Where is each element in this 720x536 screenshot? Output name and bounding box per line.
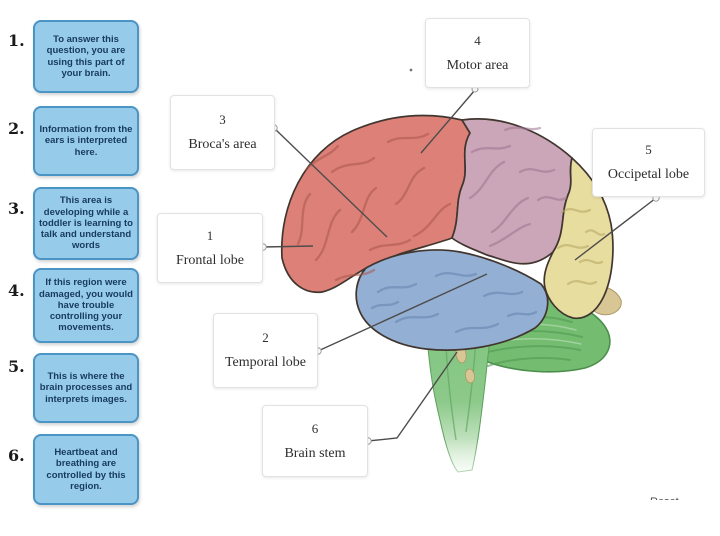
label-name: Temporal lobe bbox=[224, 355, 307, 370]
clue-number-4: 4. bbox=[8, 281, 25, 300]
label-number: 1 bbox=[206, 227, 214, 243]
frontal-gyri bbox=[296, 132, 452, 282]
clue-number-2: 2. bbox=[8, 119, 25, 138]
label-box-brain-stem[interactable]: 6 Brain stem bbox=[262, 405, 368, 477]
stem-nub bbox=[465, 368, 475, 384]
clue-number-5: 5. bbox=[8, 357, 25, 376]
brain-region-occipital-lobe bbox=[543, 157, 614, 320]
label-box-frontal-lobe[interactable]: 1 Frontal lobe bbox=[157, 213, 263, 283]
label-number: 3 bbox=[219, 112, 226, 127]
clue-card-3[interactable]: This area is developing while a toddler … bbox=[33, 187, 139, 260]
occipital-gyri bbox=[556, 208, 606, 286]
clue-number-6: 6. bbox=[8, 446, 25, 465]
brain-region-parietal-lobe bbox=[451, 118, 573, 265]
clue-number-1: 1. bbox=[8, 31, 25, 50]
clue-text-6: Heartbeat and breathing are controlled b… bbox=[46, 447, 126, 492]
label-name: Broca's area bbox=[188, 137, 257, 152]
clue-card-6[interactable]: Heartbeat and breathing are controlled b… bbox=[33, 434, 139, 505]
clue-card-4[interactable]: If this region were damaged, you would h… bbox=[33, 268, 139, 343]
label-box-occipetal-lobe[interactable]: 5 Occipetal lobe bbox=[592, 128, 705, 197]
label-box-brocas-area[interactable]: 3 Broca's area bbox=[170, 95, 275, 170]
reset-button[interactable]: Reset bbox=[650, 496, 679, 500]
clue-text-1: To answer this question, you are using t… bbox=[46, 34, 126, 79]
label-number: 5 bbox=[645, 142, 652, 157]
brain-region-temporal-lobe bbox=[355, 249, 549, 351]
parietal-gyri bbox=[468, 126, 568, 248]
stem-fade bbox=[412, 438, 517, 498]
clue-text-2: Information from the ears is interpreted… bbox=[39, 124, 133, 158]
stray-dot bbox=[409, 68, 413, 72]
clue-text-4: If this region were damaged, you would h… bbox=[39, 277, 133, 334]
connector-brocas-area bbox=[273, 127, 388, 238]
clue-text-3: This area is developing while a toddler … bbox=[39, 195, 133, 252]
label-number: 4 bbox=[474, 32, 481, 48]
clue-number-3: 3. bbox=[8, 199, 25, 218]
reset-button-clip: Reset bbox=[650, 492, 710, 500]
connector-temporal-lobe bbox=[317, 273, 488, 352]
clue-card-1[interactable]: To answer this question, you are using t… bbox=[33, 20, 139, 93]
label-name: Brain stem bbox=[284, 445, 346, 461]
label-name: Frontal lobe bbox=[175, 252, 245, 268]
clue-card-2[interactable]: Information from the ears is interpreted… bbox=[33, 106, 139, 176]
label-number: 2 bbox=[262, 330, 269, 345]
connector-occipetal-lobe bbox=[574, 197, 657, 261]
label-name: Motor area bbox=[446, 57, 509, 73]
label-name: Occipetal lobe bbox=[607, 167, 690, 182]
label-box-temporal-lobe[interactable]: 2 Temporal lobe bbox=[213, 313, 318, 388]
connector-brain-stem bbox=[367, 351, 458, 442]
label-number: 6 bbox=[311, 420, 319, 436]
clue-card-5[interactable]: This is where the brain processes and in… bbox=[33, 353, 139, 423]
connector-motor-area bbox=[420, 89, 476, 154]
temporal-gyri bbox=[370, 272, 538, 334]
clue-text-5: This is where the brain processes and in… bbox=[39, 371, 133, 405]
connector-frontal-lobe bbox=[262, 245, 314, 248]
label-box-motor-area[interactable]: 4 Motor area bbox=[425, 18, 530, 88]
connector-lines bbox=[262, 89, 657, 442]
